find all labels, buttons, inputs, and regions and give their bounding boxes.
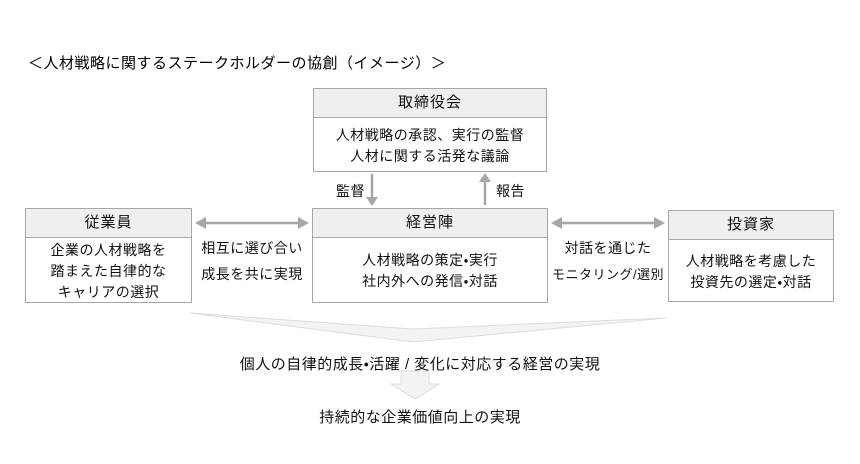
- box-employees-title: 従業員: [26, 209, 191, 238]
- box-board-of-directors-title: 取締役会: [314, 89, 546, 118]
- management-investors-label-1: 対話を通じた: [564, 240, 652, 256]
- box-investors-line: 人材戦略を考慮した: [685, 252, 817, 269]
- box-board-of-directors: 取締役会 人材戦略の承認、実行の監督 人材に関する活発な議論: [313, 88, 547, 172]
- supervision-label: 監督: [336, 183, 365, 199]
- employees-management-double-arrow-icon: [195, 217, 309, 229]
- box-employees-line: キャリアの選択: [57, 283, 160, 300]
- box-management-line: 人材戦略の策定・実行: [362, 252, 498, 268]
- box-management-title: 経営陣: [313, 209, 547, 238]
- report-label: 報告: [496, 183, 525, 199]
- box-investors: 投資家 人材戦略を考慮した 投資先の選定・対話: [668, 210, 834, 302]
- supervision-down-arrow-icon: [366, 174, 378, 206]
- outcome-line-1: 個人の自律的成長・活躍 / 変化に対応する経営の実現: [239, 356, 601, 373]
- management-investors-label-2: モニタリング/選別: [551, 267, 665, 282]
- box-management-line: 社内外への発信・対話: [362, 273, 498, 289]
- converge-chevron-shape: [189, 312, 667, 343]
- employees-management-label-2: 成長を共に実現: [201, 266, 303, 282]
- box-management-body: 人材戦略の策定・実行 社内外への発信・対話: [313, 238, 547, 304]
- box-employees-body: 企業の人材戦略を 踏まえた自律的な キャリアの選択: [26, 238, 191, 304]
- outcome-line-2: 持続的な企業価値向上の実現: [319, 409, 521, 426]
- box-employees: 従業員 企業の人材戦略を 踏まえた自律的な キャリアの選択: [25, 208, 192, 303]
- outcome-down-arrow-icon: [389, 370, 441, 400]
- box-employees-line: 企業の人材戦略を: [50, 241, 167, 258]
- box-employees-line: 踏まえた自律的な: [50, 262, 167, 279]
- box-board-of-directors-line: 人材に関する活発な議論: [350, 147, 510, 164]
- employees-management-label-1: 相互に選び合い: [201, 240, 303, 256]
- box-investors-title: 投資家: [669, 211, 833, 240]
- management-investors-double-arrow-icon: [551, 217, 665, 229]
- box-management: 経営陣 人材戦略の策定・実行 社内外への発信・対話: [312, 208, 548, 303]
- box-board-of-directors-line: 人材戦略の承認、実行の監督: [335, 126, 525, 143]
- box-investors-body: 人材戦略を考慮した 投資先の選定・対話: [669, 240, 833, 303]
- box-investors-line: 投資先の選定・対話: [690, 273, 812, 290]
- box-board-of-directors-body: 人材戦略の承認、実行の監督 人材に関する活発な議論: [314, 118, 546, 173]
- diagram-title: ＜人材戦略に関するステークホルダーの協創（イメージ）＞: [28, 55, 447, 72]
- report-up-arrow-icon: [479, 173, 491, 205]
